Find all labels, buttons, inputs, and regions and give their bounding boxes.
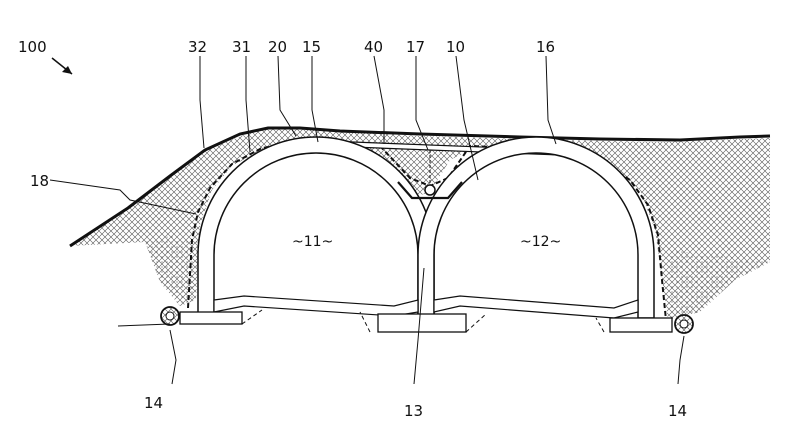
drain-pipe xyxy=(424,184,436,196)
right-floor-slab xyxy=(433,295,639,319)
figure-arrowhead xyxy=(62,66,72,74)
right-foundation xyxy=(609,317,673,333)
soil-lower-right xyxy=(668,250,770,320)
sealing-membrane xyxy=(187,141,301,309)
tube-label-right: ~12~ xyxy=(520,234,561,250)
left-foundation xyxy=(179,311,243,325)
label-40: 40 xyxy=(364,38,383,56)
left-side-drain xyxy=(160,306,180,326)
label-17: 17 xyxy=(406,38,425,56)
center-foundation xyxy=(377,313,467,333)
tube-label-left: ~11~ xyxy=(292,234,333,250)
label-15: 15 xyxy=(302,38,321,56)
base-ground-line xyxy=(117,323,171,327)
label-13: 13 xyxy=(404,402,423,420)
label-31: 31 xyxy=(232,38,251,56)
right-side-drain xyxy=(674,314,694,334)
soil-lower-left xyxy=(145,236,198,306)
label-14-left: 14 xyxy=(144,394,163,412)
label-fig-number: 100 xyxy=(18,38,47,56)
label-10: 10 xyxy=(446,38,465,56)
left-floor-slab xyxy=(213,295,419,317)
label-14-right: 14 xyxy=(668,402,687,420)
label-32: 32 xyxy=(188,38,207,56)
leader-lines xyxy=(49,55,685,385)
valley-drain xyxy=(397,181,463,200)
ground-surface-line xyxy=(69,126,771,248)
label-16: 16 xyxy=(536,38,555,56)
label-18: 18 xyxy=(30,172,49,190)
label-20: 20 xyxy=(268,38,287,56)
